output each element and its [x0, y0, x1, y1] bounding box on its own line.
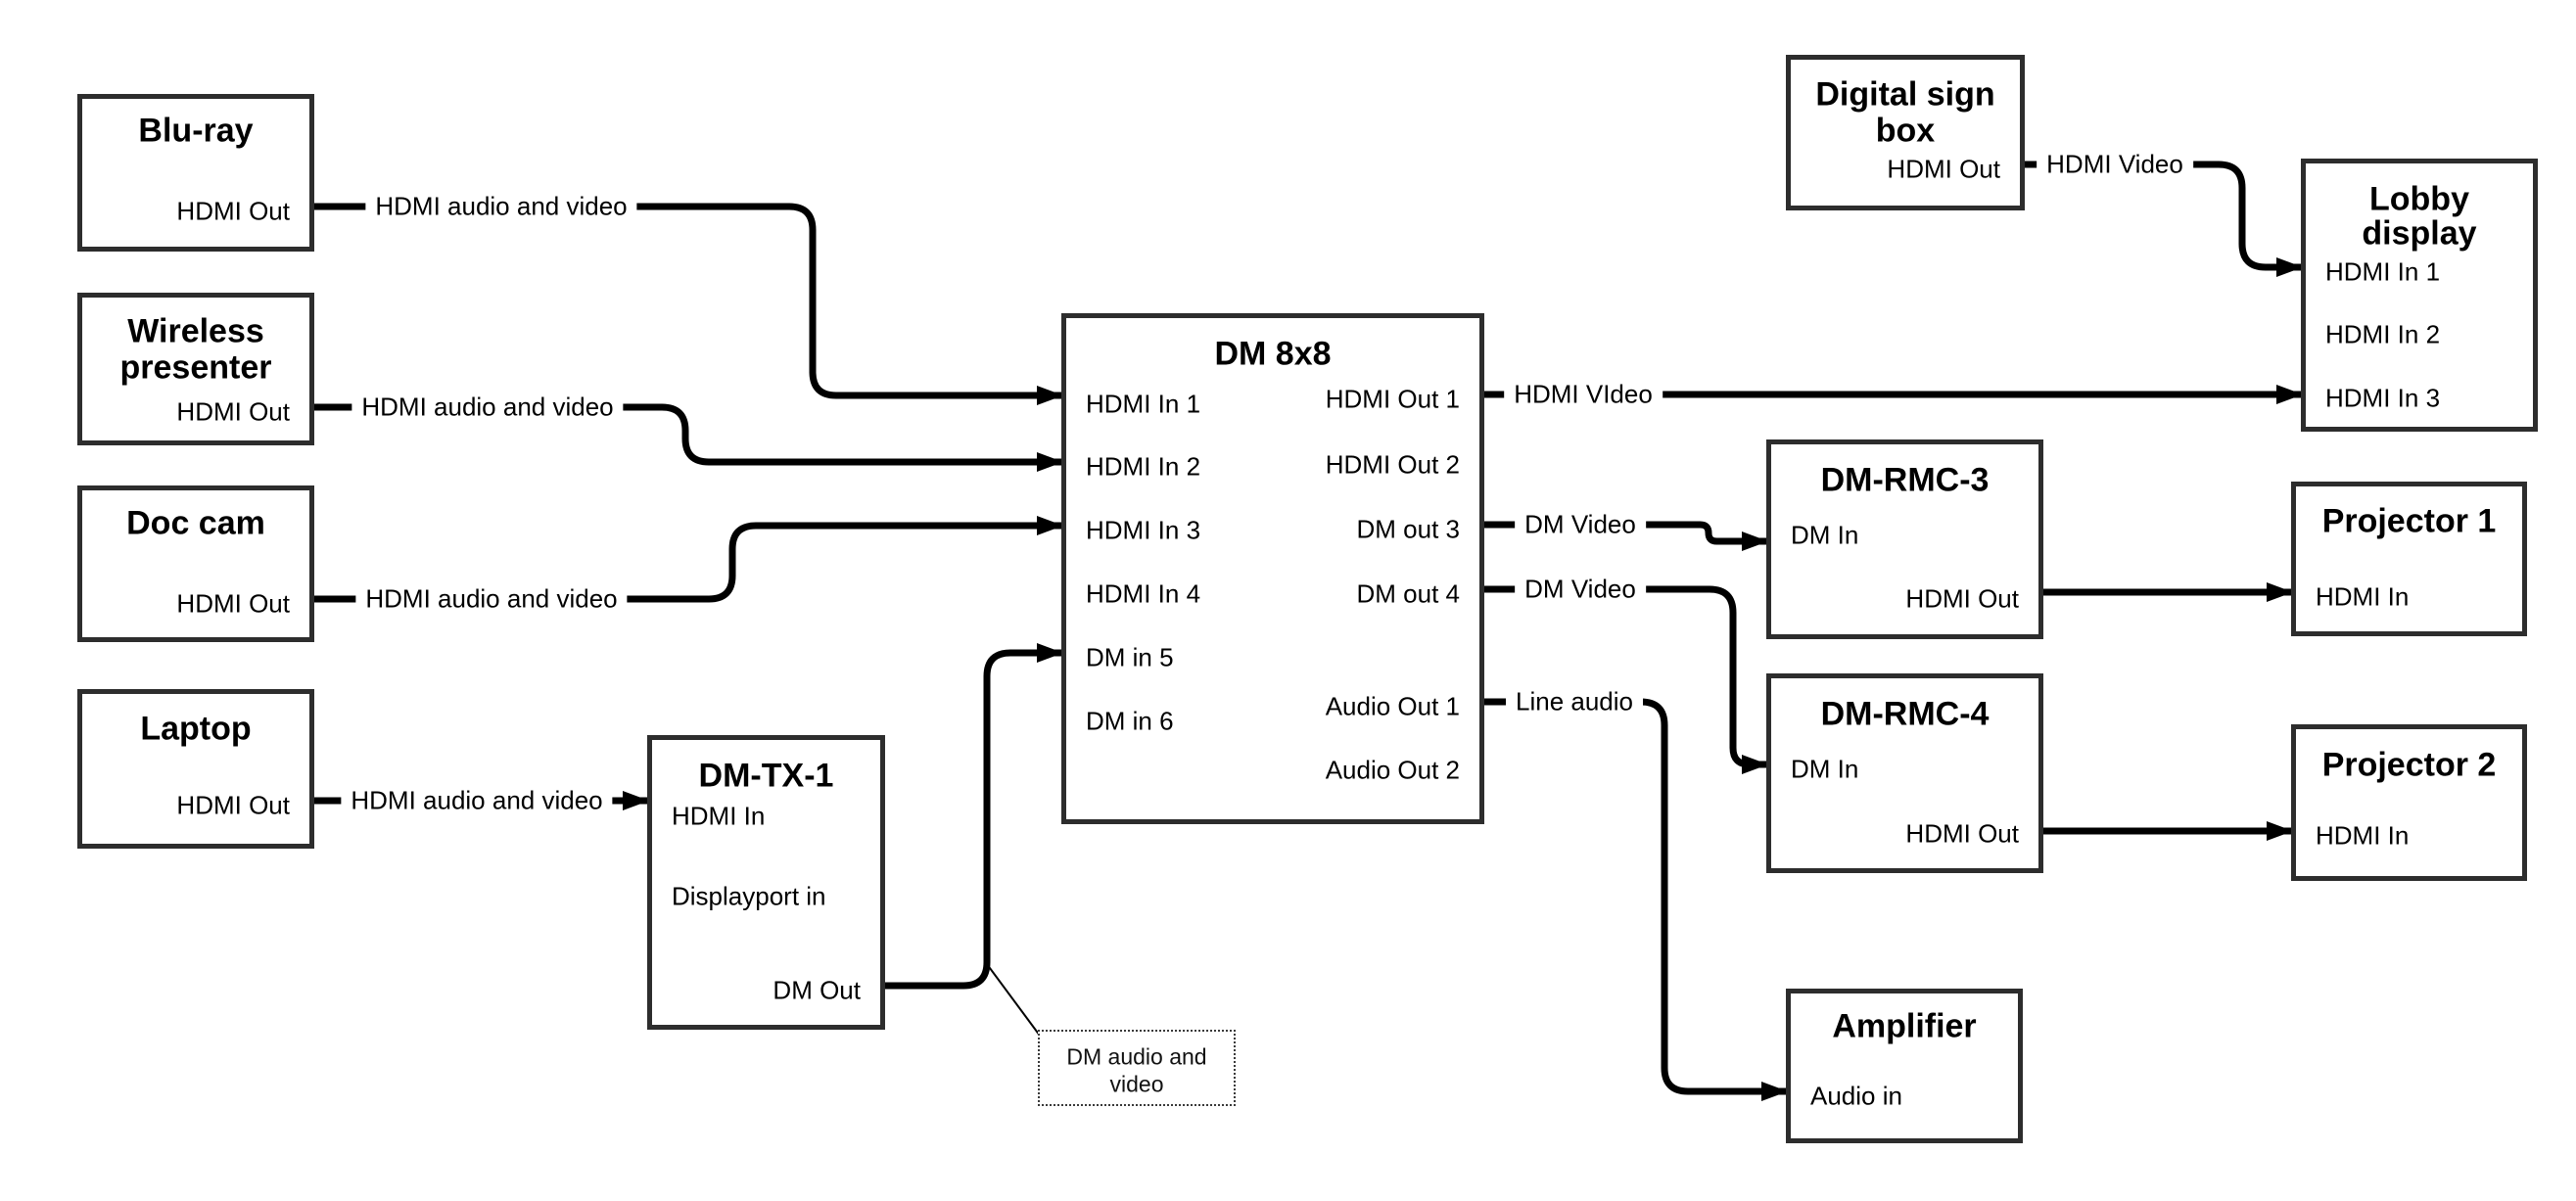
dm-8x8-port-hdmi-in-4: HDMI In 4	[1086, 578, 1201, 609]
wire-doc-cam-to-hdmi-in-3-label: HDMI audio and video	[355, 581, 628, 617]
lobby-display-title-line: display	[2362, 214, 2477, 253]
blu-ray-title-line: Blu-ray	[138, 112, 254, 150]
digital-sign-box-title-line: Digital sign	[1815, 75, 1995, 114]
wire-wireless-to-hdmi-in-2-label: HDMI audio and video	[351, 390, 624, 425]
digital-sign-box-title-line: box	[1875, 112, 1936, 150]
doc-cam-title-line: Doc cam	[126, 504, 265, 542]
amplifier-port-audio-in: Audio in	[1810, 1081, 1902, 1111]
dm-tx-1-port-hdmi-in: HDMI In	[672, 801, 766, 831]
wireless-presenter-title-line: Wireless	[127, 312, 264, 350]
dm-rmc-3-port-hdmi-out: HDMI Out	[1905, 583, 2019, 614]
dm-8x8-port-hdmi-in-1: HDMI In 1	[1086, 389, 1201, 419]
dm-tx-1-port-dm-out: DM Out	[773, 975, 861, 1005]
dm-8x8-port-hdmi-in-2: HDMI In 2	[1086, 451, 1201, 482]
wire-digital-sign-to-lobby-in-1-label: HDMI Video	[2037, 147, 2193, 182]
dm-8x8-port-audio-out-2: Audio Out 2	[1325, 755, 1460, 785]
blu-ray-port-hdmi-out: HDMI Out	[176, 196, 290, 226]
wire-audio-out-1-to-amplifier	[1484, 698, 1788, 1101]
wire-audio-out-1-to-amplifier-label: Line audio	[1506, 684, 1643, 719]
doc-cam-port-hdmi-out: HDMI Out	[176, 588, 290, 619]
dm-8x8-port-hdmi-out-1: HDMI Out 1	[1325, 384, 1460, 414]
dm-8x8-port-dm-out-3: DM out 3	[1356, 514, 1461, 544]
amplifier-title-line: Amplifier	[1832, 1007, 1977, 1045]
dm-tx-1-port-displayport-in: Displayport in	[672, 881, 826, 911]
projector-1-title-line: Projector 1	[2321, 502, 2497, 540]
wire-doc-cam-to-hdmi-in-3	[314, 516, 1063, 603]
wireless-presenter-title-line: presenter	[119, 348, 272, 387]
wire-hdmi-out-1-to-lobby-in-3-label: HDMI VIdeo	[1504, 377, 1663, 412]
wire-wireless-to-hdmi-in-2	[314, 403, 1063, 472]
laptop-port-hdmi-out: HDMI Out	[176, 790, 290, 820]
dm-8x8-port-hdmi-in-3: HDMI In 3	[1086, 515, 1201, 545]
device-box-projector-2: Projector 2 HDMI In	[2291, 724, 2527, 881]
wire-laptop-to-dm-tx-1-label: HDMI audio and video	[341, 783, 613, 818]
wire-blu-ray-to-hdmi-in-1	[314, 203, 1063, 405]
device-box-projector-1: Projector 1 HDMI In	[2291, 482, 2527, 636]
projector-2-title-line: Projector 2	[2321, 746, 2497, 784]
wire-note-callout	[986, 963, 1041, 1037]
dm-rmc-3-title-line: DM-RMC-3	[1820, 461, 1990, 499]
wire-digital-sign-to-lobby-in-1	[2025, 161, 2303, 277]
dm-audio-video-note-title-line: DM audio and	[1066, 1043, 1207, 1070]
dm-8x8-port-audio-out-1: Audio Out 1	[1325, 691, 1460, 721]
projector-1-port-hdmi-in: HDMI In	[2316, 581, 2410, 612]
wire-dm-out-4-to-rmc-4	[1484, 585, 1768, 774]
device-box-dm-rmc-3: DM-RMC-3 DM In HDMI Out	[1766, 439, 2043, 639]
wire-dm-out-4-to-rmc-4-label: DM Video	[1515, 572, 1646, 607]
wire-dm-out-3-to-rmc-3	[1484, 521, 1768, 551]
wire-dm-out-3-to-rmc-3-label: DM Video	[1515, 507, 1646, 542]
dm-audio-video-note-title-line: video	[1109, 1071, 1164, 1097]
dm-tx-1-title-line: DM-TX-1	[698, 757, 834, 795]
lobby-display-port-hdmi-in-2: HDMI In 2	[2325, 319, 2441, 349]
dm-rmc-4-port-dm-in: DM In	[1791, 754, 1859, 784]
wireless-presenter-port-hdmi-out: HDMI Out	[176, 396, 290, 427]
digital-sign-box-port-hdmi-out: HDMI Out	[1887, 154, 2000, 184]
device-box-dm-rmc-4: DM-RMC-4 DM In HDMI Out	[1766, 673, 2043, 873]
dm-8x8-port-dm-out-4: DM out 4	[1356, 578, 1461, 609]
dm-8x8-port-hdmi-out-2: HDMI Out 2	[1325, 449, 1460, 480]
dm-rmc-4-port-hdmi-out: HDMI Out	[1905, 818, 2019, 849]
projector-2-port-hdmi-in: HDMI In	[2316, 820, 2410, 851]
wire-blu-ray-to-hdmi-in-1-label: HDMI audio and video	[365, 189, 637, 224]
wire-dm-tx-1-to-dm-in-5	[885, 643, 1063, 990]
dm-8x8-title-line: DM 8x8	[1214, 335, 1332, 373]
lobby-display-port-hdmi-in-3: HDMI In 3	[2325, 383, 2441, 413]
dm-rmc-3-port-dm-in: DM In	[1791, 520, 1859, 550]
lobby-display-title-line: Lobby	[2369, 180, 2469, 218]
dm-rmc-4-title-line: DM-RMC-4	[1820, 695, 1990, 733]
dm-8x8-port-dm-in-5: DM in 5	[1086, 642, 1174, 672]
laptop-title-line: Laptop	[140, 710, 252, 748]
lobby-display-port-hdmi-in-1: HDMI In 1	[2325, 256, 2441, 287]
dm-8x8-port-dm-in-6: DM in 6	[1086, 706, 1174, 736]
